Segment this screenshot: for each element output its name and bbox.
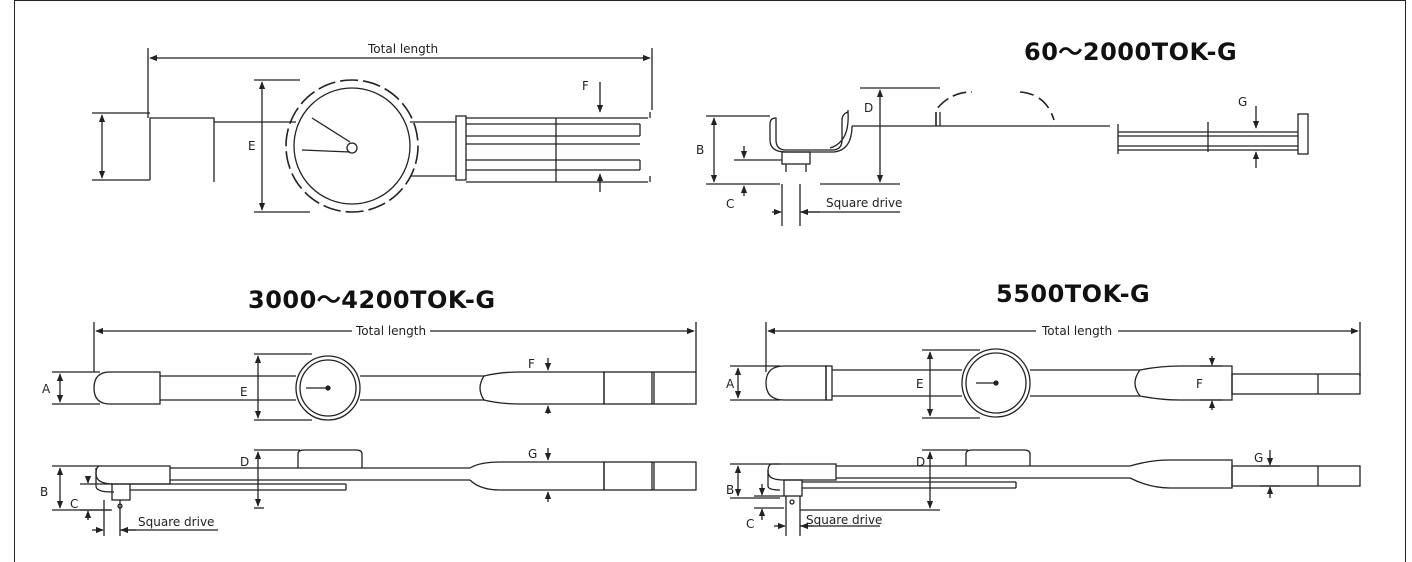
dim-C: C: [746, 517, 754, 531]
dim-C: C: [726, 197, 734, 211]
title-3000-4200: 3000～4200TOK-G: [248, 286, 496, 314]
dim-A: A: [726, 377, 735, 391]
dim-G: G: [1254, 451, 1263, 465]
dim-B: B: [726, 483, 734, 497]
dim-B: B: [40, 485, 48, 499]
bottom-right-view: [730, 322, 1361, 536]
dim-B: B: [696, 143, 704, 157]
dim-C: C: [70, 497, 78, 511]
top-right-view: [706, 87, 1309, 226]
total-length-label: Total length: [367, 42, 438, 56]
square-drive-label: Square drive: [826, 196, 902, 210]
top-left-view: [92, 48, 653, 213]
square-drive-label: Square drive: [806, 513, 882, 527]
title-60-2000: 60～2000TOK-G: [1024, 38, 1238, 66]
dim-E: E: [248, 139, 256, 153]
dim-F: F: [1196, 377, 1203, 391]
dim-E: E: [916, 377, 924, 391]
dim-D: D: [240, 455, 249, 469]
dim-D: D: [916, 455, 925, 469]
bottom-left-view: [52, 322, 697, 536]
title-5500: 5500TOK-G: [996, 280, 1151, 308]
dim-E: E: [240, 385, 248, 399]
dim-F: F: [582, 79, 589, 93]
total-length-label: Total length: [355, 324, 426, 338]
dim-A: A: [42, 382, 51, 396]
square-drive-label: Square drive: [138, 515, 214, 529]
total-length-label: Total length: [1041, 324, 1112, 338]
dim-G: G: [1238, 95, 1247, 109]
diagram-frame: [14, 0, 1406, 562]
dim-D: D: [864, 101, 873, 115]
dim-G: G: [528, 447, 537, 461]
dim-F: F: [528, 357, 535, 371]
